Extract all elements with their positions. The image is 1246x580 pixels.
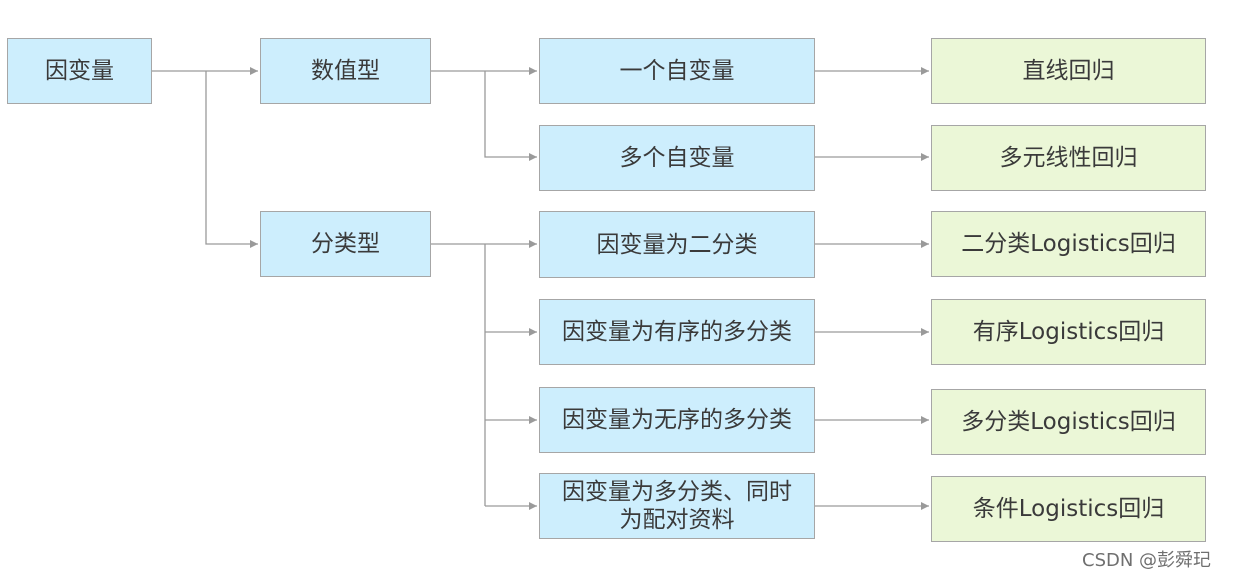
node-binary-logistics: 二分类Logistics回归 [931, 211, 1206, 277]
node-one-independent: 一个自变量 [539, 38, 815, 104]
node-categorical: 分类型 [260, 211, 431, 277]
node-conditional-logistics: 条件Logistics回归 [931, 476, 1206, 542]
node-binary-logistics-label: 二分类Logistics回归 [961, 231, 1176, 257]
node-nominal-label: 因变量为无序的多分类 [562, 407, 792, 433]
node-multinomial-logistics-label: 多分类Logistics回归 [961, 409, 1176, 435]
node-linear-regression-label: 直线回归 [1022, 58, 1115, 84]
node-multiple-independent: 多个自变量 [539, 125, 815, 191]
node-dependent-variable: 因变量 [7, 38, 152, 104]
watermark: CSDN @彭舜玘 [1082, 550, 1212, 571]
node-numeric: 数值型 [260, 38, 431, 104]
node-categorical-label: 分类型 [311, 231, 380, 257]
connector-dependent-categorical [205, 71, 258, 248]
node-multiple-independent-label: 多个自变量 [619, 145, 735, 171]
node-conditional-logistics-label: 条件Logistics回归 [972, 496, 1165, 522]
node-ordinal-logistics-label: 有序Logistics回归 [972, 319, 1165, 345]
node-ordinal-logistics: 有序Logistics回归 [931, 299, 1206, 365]
node-multiple-linear-regression: 多元线性回归 [931, 125, 1206, 191]
node-paired-label-line1: 因变量为多分类、同时 [562, 479, 792, 505]
node-multinomial-logistics: 多分类Logistics回归 [931, 389, 1206, 455]
node-linear-regression: 直线回归 [931, 38, 1206, 104]
node-binary-label: 因变量为二分类 [596, 231, 758, 258]
node-ordinal: 因变量为有序的多分类 [539, 299, 815, 365]
node-ordinal-label: 因变量为有序的多分类 [562, 319, 792, 345]
node-dependent-variable-label: 因变量 [45, 58, 114, 84]
node-numeric-label: 数值型 [311, 58, 380, 84]
node-binary: 因变量为二分类 [539, 211, 815, 278]
node-paired: 因变量为多分类、同时 为配对资料 [539, 473, 815, 539]
node-paired-label-line2: 为配对资料 [619, 507, 735, 533]
node-nominal: 因变量为无序的多分类 [539, 387, 815, 453]
node-multiple-linear-regression-label: 多元线性回归 [999, 145, 1138, 171]
connector-numeric-multiple [484, 71, 537, 161]
node-one-independent-label: 一个自变量 [619, 58, 735, 84]
